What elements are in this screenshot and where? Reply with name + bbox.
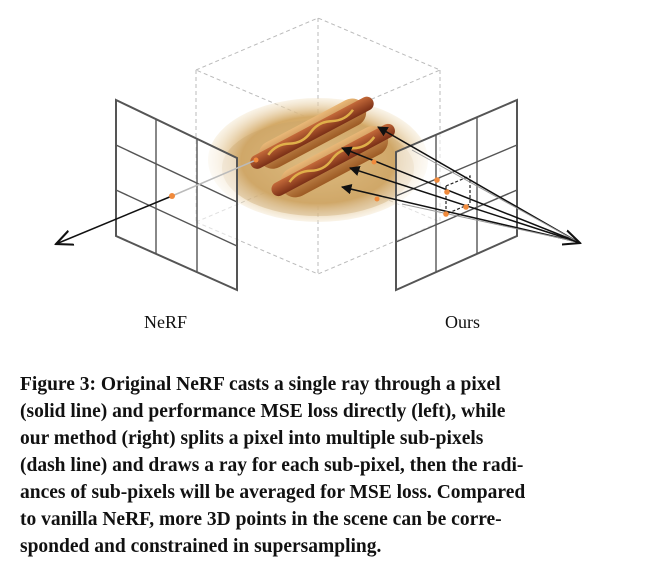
ours-image-plane — [395, 98, 518, 292]
caption-line: to vanilla NeRF, more 3D points in the s… — [20, 509, 502, 530]
figure-caption: Figure 3: Original NeRF casts a single r… — [20, 371, 630, 560]
caption-line: (solid line) and performance MSE loss di… — [20, 401, 506, 422]
ours-scene-point — [371, 159, 377, 165]
caption-line: our method (right) splits a pixel into m… — [20, 428, 484, 449]
nerf-scene-point — [253, 157, 259, 163]
hotdog-sausage-front — [271, 123, 395, 197]
caption-line: Figure 3: Original NeRF casts a single r… — [20, 374, 501, 395]
nerf-sample-point — [169, 193, 175, 199]
ours-sample-point — [463, 204, 469, 210]
nerf-label: NeRF — [144, 312, 188, 332]
ours-label: Ours — [445, 312, 480, 332]
ours-rays — [340, 126, 580, 243]
hotdog-sausage-back — [250, 96, 374, 169]
nerf-ray — [56, 157, 259, 245]
ours-sample-point — [434, 177, 440, 183]
ours-sample-point — [444, 189, 450, 195]
caption-line: sponded and constrained in supersampling… — [20, 536, 382, 557]
caption-line: ances of sub-pixels will be averaged for… — [20, 482, 526, 503]
ours-scene-point — [374, 196, 380, 202]
caption-line: (dash line) and draws a ray for each sub… — [20, 455, 524, 476]
figure-illustration — [0, 17, 655, 292]
nerf-image-plane — [115, 98, 238, 292]
ours-sample-point — [443, 211, 449, 217]
